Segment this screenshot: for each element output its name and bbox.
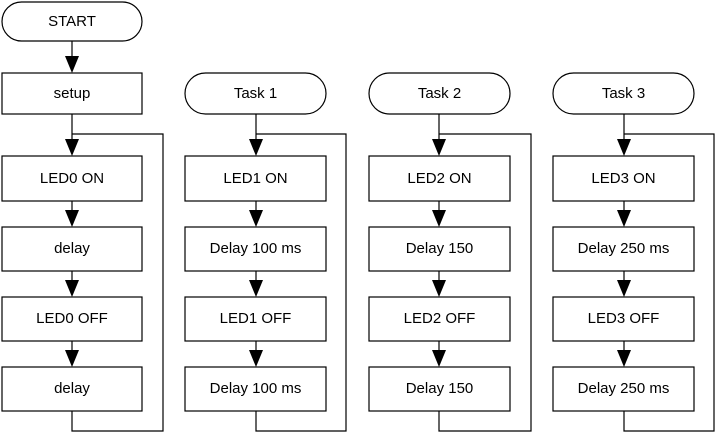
step-label: delay bbox=[54, 380, 90, 397]
step-label: LED2 ON bbox=[407, 170, 471, 187]
setup-box bbox=[1, 72, 143, 115]
arrowhead bbox=[432, 350, 446, 367]
flow-column-3: Task 3 LED3 ON Delay 250 ms LED3 OFF Del… bbox=[552, 72, 715, 432]
step-label: LED0 ON bbox=[40, 170, 104, 187]
step-label: LED3 OFF bbox=[588, 310, 660, 327]
step-box-led3-off bbox=[552, 296, 695, 342]
arrowhead bbox=[65, 210, 79, 227]
loop-back-connector bbox=[623, 133, 715, 432]
start-label: START bbox=[48, 13, 96, 30]
arrowhead bbox=[432, 280, 446, 297]
step-label: LED0 OFF bbox=[36, 310, 108, 327]
step-label: Delay 150 bbox=[406, 380, 474, 397]
loop-back-connector bbox=[255, 133, 347, 432]
arrowhead bbox=[249, 280, 263, 297]
loop-back-connector bbox=[71, 133, 164, 432]
arrowhead bbox=[65, 139, 79, 156]
step-label: LED1 OFF bbox=[220, 310, 292, 327]
step-label: Delay 100 ms bbox=[210, 380, 302, 397]
arrowhead bbox=[65, 280, 79, 297]
arrowhead bbox=[249, 139, 263, 156]
step-box-delay-1 bbox=[1, 226, 143, 272]
step-label: LED2 OFF bbox=[404, 310, 476, 327]
task-1-label: Task 1 bbox=[234, 85, 277, 102]
step-label: Delay 250 ms bbox=[578, 380, 670, 397]
flow-column-1: Task 1 LED1 ON Delay 100 ms LED1 OFF Del… bbox=[184, 72, 347, 432]
step-label: Delay 250 ms bbox=[578, 240, 670, 257]
step-box-delay-250-2 bbox=[552, 366, 695, 412]
step-box-led0-off bbox=[1, 296, 143, 342]
loop-back-connector bbox=[438, 133, 532, 432]
flow-column-0: START setup LED0 ON delay LED0 OFF delay bbox=[1, 1, 164, 432]
step-label: Delay 150 bbox=[406, 240, 474, 257]
arrowhead bbox=[249, 210, 263, 227]
arrowhead bbox=[617, 210, 631, 227]
step-label: delay bbox=[54, 240, 90, 257]
step-box-delay-100-1 bbox=[184, 226, 327, 272]
arrowhead bbox=[65, 56, 79, 73]
arrowhead bbox=[617, 350, 631, 367]
arrowhead bbox=[617, 139, 631, 156]
task-2-label: Task 2 bbox=[418, 85, 461, 102]
step-label: LED1 ON bbox=[223, 170, 287, 187]
arrowhead bbox=[432, 210, 446, 227]
step-label: LED3 ON bbox=[591, 170, 655, 187]
arrowhead bbox=[617, 280, 631, 297]
step-box-led2-off bbox=[368, 296, 511, 342]
setup-label: setup bbox=[54, 85, 91, 102]
arrowhead bbox=[249, 350, 263, 367]
step-box-led3-on bbox=[552, 155, 695, 202]
step-box-delay-2 bbox=[1, 366, 143, 412]
step-label: Delay 100 ms bbox=[210, 240, 302, 257]
arrowhead bbox=[432, 139, 446, 156]
step-box-delay-150-2 bbox=[368, 366, 511, 412]
arrowhead bbox=[65, 350, 79, 367]
task-3-label: Task 3 bbox=[602, 85, 645, 102]
step-box-delay-150-1 bbox=[368, 226, 511, 272]
step-box-delay-100-2 bbox=[184, 366, 327, 412]
flow-column-2: Task 2 LED2 ON Delay 150 LED2 OFF Delay … bbox=[368, 72, 532, 432]
step-box-led1-off bbox=[184, 296, 327, 342]
